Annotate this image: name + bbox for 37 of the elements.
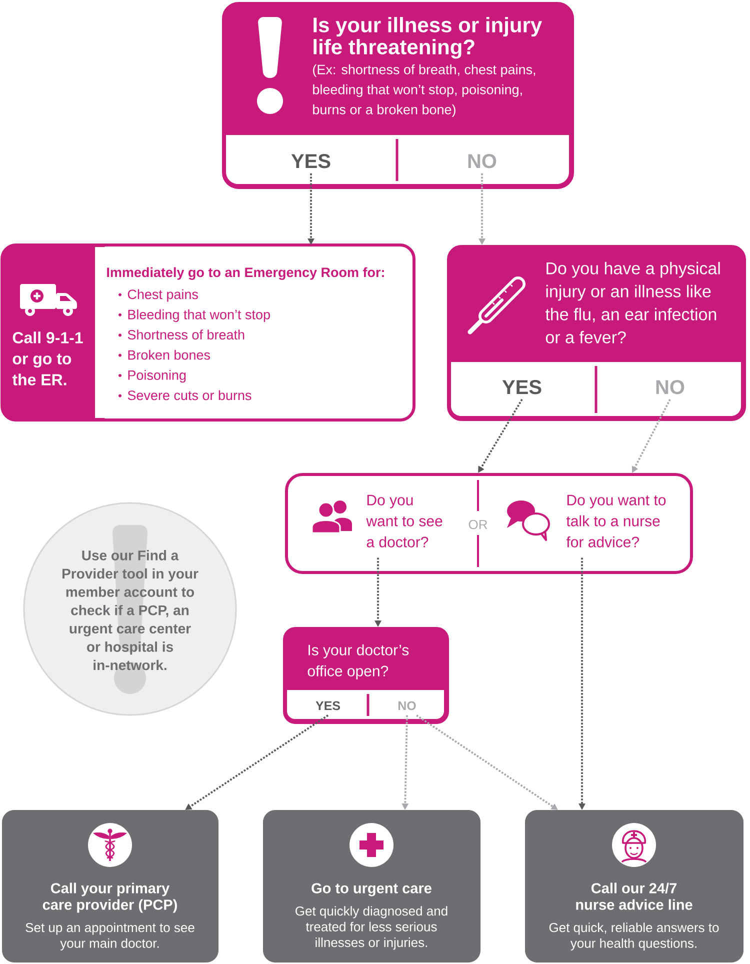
note-text: Use our Find a Provider tool in your member account to check if a PCP, an urgent care center or hospital is in-network.	[62, 550, 198, 670]
info-box	[0, 244, 416, 422]
choice-box	[285, 473, 693, 574]
heading: Call your primary care provider (PCP)	[42, 882, 177, 913]
answer-label: YES	[502, 380, 542, 394]
list-item: Severe cuts or burns	[128, 390, 252, 400]
list-item: Broken bones	[128, 350, 210, 360]
answer-label: YES	[316, 701, 340, 710]
answer-label: NO	[398, 701, 416, 710]
info-circle	[23, 502, 237, 716]
example-text: (Ex: shortness of breath, chest pains, bleeding that won’t stop, poisoning, burns or a broken bone)	[313, 64, 536, 117]
result-card	[525, 810, 744, 962]
question-box	[222, 2, 574, 189]
heading: Go to urgent care	[312, 883, 432, 896]
description: Get quick, reliable answers to your health questions.	[549, 922, 719, 950]
question-box	[283, 627, 449, 724]
list-item: Chest pains	[128, 289, 198, 302]
heading: Immediately go to an Emergency Room for:	[107, 267, 384, 280]
question-text: Do you want to talk to a nurse for advice?	[566, 494, 666, 548]
list-item: Poisoning	[128, 370, 186, 383]
list-item: Shortness of breath	[128, 330, 244, 340]
question-text: Do you want to see a doctor?	[366, 494, 442, 548]
answer-label: NO	[656, 380, 684, 394]
answer-label: YES	[291, 154, 330, 168]
answer-label: NO	[468, 154, 496, 168]
separator-text: OR	[468, 520, 488, 530]
action-text: Call 9-1-1 or go to the ER.	[12, 332, 83, 386]
result-card	[263, 810, 480, 962]
question-text: Is your doctor’s office open?	[308, 644, 409, 680]
result-card	[2, 810, 218, 962]
question-text: Do you have a physical injury or an illness like the flu, an ear infection or a fever?	[545, 262, 720, 344]
description: Set up an appointment to see your main doctor.	[26, 922, 194, 950]
question-text: Is your illness or injury life threatening?	[314, 17, 542, 59]
heading: Call our 24/7 nurse advice line	[576, 882, 692, 910]
list-item: Bleeding that won’t stop	[128, 309, 270, 322]
description: Get quickly diagnosed and treated for less serious illnesses or injuries.	[296, 906, 448, 950]
question-box	[447, 245, 746, 421]
